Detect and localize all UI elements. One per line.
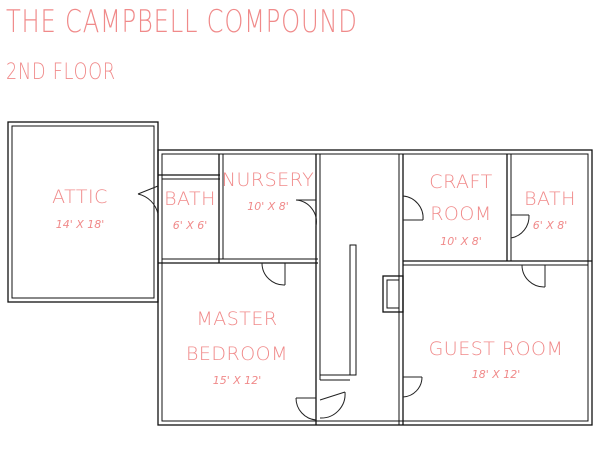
attic-walls [7, 121, 159, 303]
room-nursery: NURSERY 10' X 8' [222, 169, 314, 213]
room-master-bedroom: MASTER BEDROOM 15' X 12' [186, 308, 288, 387]
nursery-name: NURSERY [222, 169, 314, 191]
room-guest: GUEST ROOM 18' X 12' [429, 338, 564, 381]
plan-title: THE CAMPBELL COMPOUND [6, 4, 358, 40]
craft-room-name-line1: CRAFT [429, 171, 492, 193]
bath-small-size: 6' X 6' [173, 219, 208, 232]
bath-small-name: BATH [164, 188, 216, 210]
bath-right-size: 6' X 8' [533, 219, 568, 232]
room-craft: CRAFT ROOM 10' X 8' [429, 171, 492, 248]
room-attic: ATTIC 14' X 18' [52, 186, 108, 231]
doors [137, 185, 546, 421]
room-bath-right: BATH 6' X 8' [524, 188, 576, 232]
guest-room-name: GUEST ROOM [429, 338, 564, 360]
nursery-size: 10' X 8' [247, 200, 289, 213]
craft-room-name-line2: ROOM [430, 203, 492, 225]
attic-size: 14' X 18' [56, 218, 105, 231]
bath-right-name: BATH [524, 188, 576, 210]
master-bedroom-name-line1: MASTER [196, 308, 277, 330]
master-bedroom-size: 15' X 12' [213, 374, 262, 387]
master-bedroom-name-line2: BEDROOM [186, 343, 288, 365]
floor-subtitle: 2ND FLOOR [6, 60, 116, 85]
interior-walls [158, 154, 592, 425]
house-walls [157, 149, 593, 426]
room-bath-small: BATH 6' X 6' [164, 188, 216, 232]
guest-room-size: 18' X 12' [472, 368, 521, 381]
attic-name: ATTIC [52, 186, 108, 208]
craft-room-size: 10' X 8' [440, 235, 482, 248]
